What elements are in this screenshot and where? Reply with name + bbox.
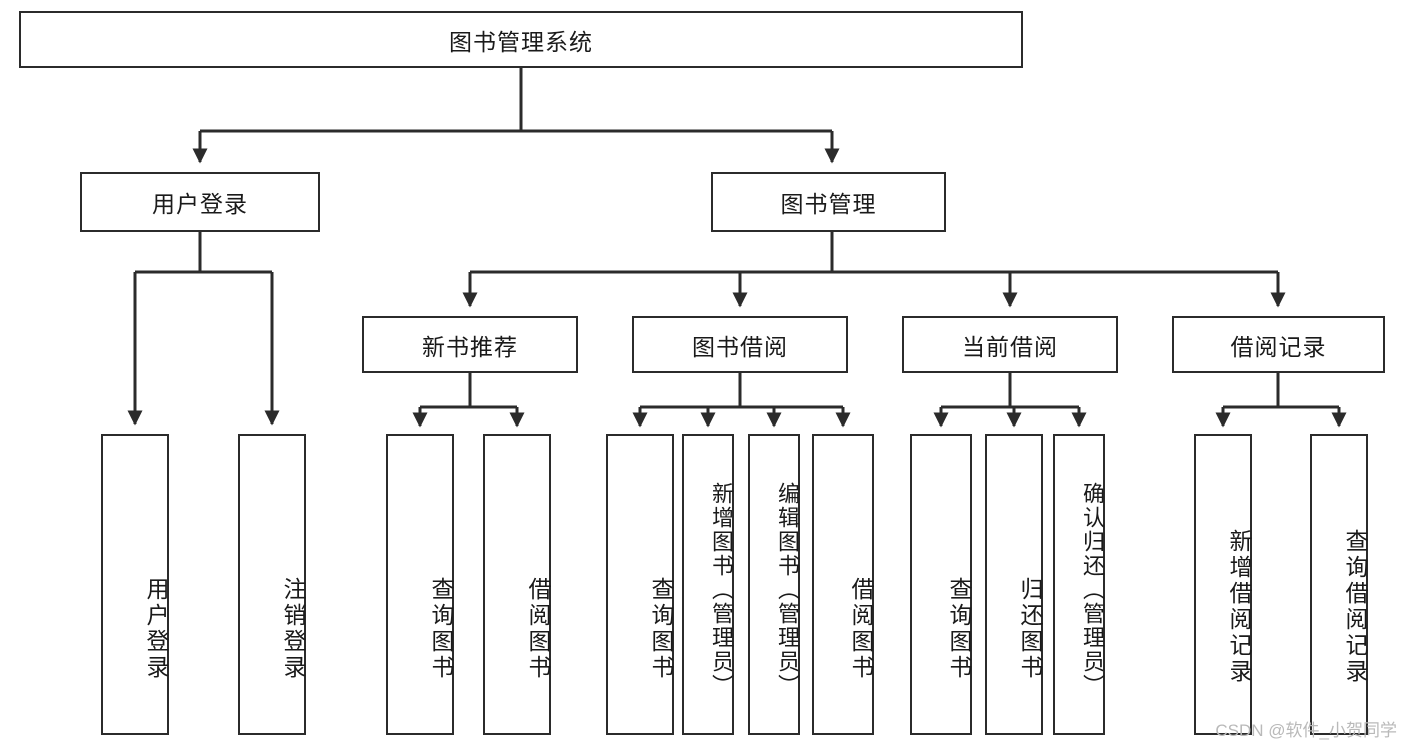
node-leaf-add-borrow-record[interactable]: 新增借阅记录 xyxy=(1194,434,1252,735)
node-leaf-user-logout[interactable]: 注销登录 xyxy=(238,434,306,735)
node-label: 用户登录 xyxy=(143,576,169,681)
node-label: 查询图书 xyxy=(648,576,674,681)
node-label: 注销登录 xyxy=(280,576,306,681)
node-leaf-query-book-recommend[interactable]: 查询图书 xyxy=(386,434,454,735)
node-label: 新增借阅记录 xyxy=(1226,528,1252,685)
node-label: 编辑图书（管理员） xyxy=(775,481,800,698)
node-leaf-query-borrow-record[interactable]: 查询借阅记录 xyxy=(1310,434,1368,735)
node-label: 用户登录 xyxy=(152,191,248,217)
node-label: 查询图书 xyxy=(428,576,454,681)
node-new-book-recommend[interactable]: 新书推荐 xyxy=(362,316,578,373)
node-leaf-edit-book-admin[interactable]: 编辑图书（管理员） xyxy=(748,434,800,735)
node-borrow-record[interactable]: 借阅记录 xyxy=(1172,316,1385,373)
node-book-manage[interactable]: 图书管理 xyxy=(711,172,946,232)
node-label: 借阅图书 xyxy=(525,576,551,681)
node-label: 新书推荐 xyxy=(422,333,518,360)
node-label: 归还图书 xyxy=(1017,576,1043,681)
node-leaf-query-book-current[interactable]: 查询图书 xyxy=(910,434,972,735)
node-book-borrow[interactable]: 图书借阅 xyxy=(632,316,848,373)
watermark-text: CSDN @软件_小贺同学 xyxy=(1215,721,1397,740)
node-label: 图书管理 xyxy=(780,191,877,217)
node-label: 新增图书（管理员） xyxy=(709,481,734,698)
node-label: 查询借阅记录 xyxy=(1342,528,1368,685)
node-current-borrow[interactable]: 当前借阅 xyxy=(902,316,1118,373)
node-leaf-add-book-admin[interactable]: 新增图书（管理员） xyxy=(682,434,734,735)
node-label: 查询图书 xyxy=(946,576,972,681)
node-leaf-return-book[interactable]: 归还图书 xyxy=(985,434,1043,735)
node-label: 图书借阅 xyxy=(692,333,788,360)
node-leaf-confirm-return-admin[interactable]: 确认归还（管理员） xyxy=(1053,434,1105,735)
node-leaf-user-login[interactable]: 用户登录 xyxy=(101,434,169,735)
node-leaf-borrow-book[interactable]: 借阅图书 xyxy=(812,434,874,735)
node-root-system[interactable]: 图书管理系统 xyxy=(19,11,1023,68)
node-label: 当前借阅 xyxy=(962,333,1058,360)
node-leaf-query-book-borrow[interactable]: 查询图书 xyxy=(606,434,674,735)
node-label: 借阅记录 xyxy=(1230,333,1327,360)
node-label: 借阅图书 xyxy=(848,576,874,681)
node-label: 图书管理系统 xyxy=(449,28,593,55)
node-user-login[interactable]: 用户登录 xyxy=(80,172,320,232)
node-label: 确认归还（管理员） xyxy=(1080,481,1105,698)
node-leaf-borrow-book-recommend[interactable]: 借阅图书 xyxy=(483,434,551,735)
